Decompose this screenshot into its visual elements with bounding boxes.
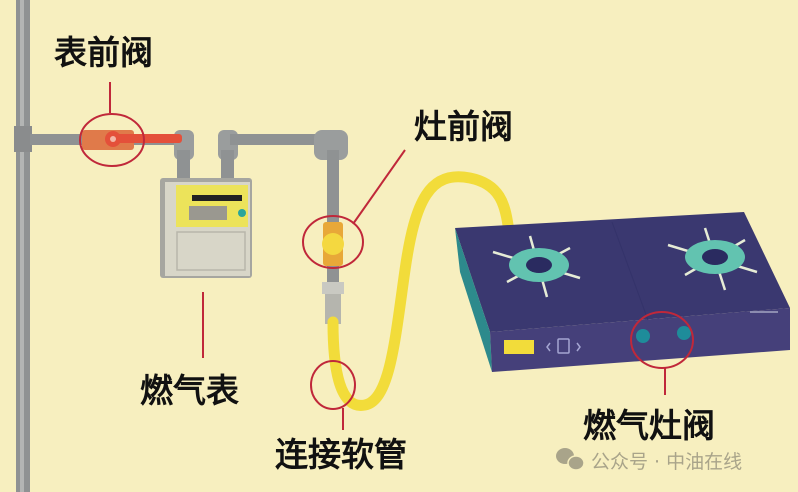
meter-front-valve-highlight (79, 113, 145, 167)
riser-pipe (14, 0, 32, 492)
connecting-hose (327, 171, 514, 411)
stove-controls-icon (546, 338, 581, 354)
label-connecting-hose: 连接软管 (275, 435, 407, 474)
watermark-text: 公众号 · 中油在线 (591, 451, 742, 473)
burner-left (492, 235, 581, 298)
label-stove-front-valve: 灶前阀 (414, 107, 513, 146)
stove-display (504, 340, 534, 354)
gas-meter (160, 178, 252, 278)
meter-front-valve (82, 130, 182, 150)
stove-knob-right (677, 326, 691, 340)
label-stove-valve: 燃气灶阀 (583, 406, 715, 445)
label-gas-meter: 燃气表 (140, 371, 239, 410)
gas-stove (455, 212, 790, 372)
wechat-icon (556, 448, 585, 471)
meter-outlet-pipe (218, 130, 348, 230)
burner-right (667, 227, 758, 291)
stove-front-valve (322, 222, 344, 324)
stove-valve-highlight (630, 311, 694, 369)
stove-front-valve-highlight (302, 215, 364, 269)
stove-knob-left (636, 329, 650, 343)
label-meter-front-valve: 表前阀 (54, 33, 153, 72)
hose-highlight (310, 360, 356, 410)
callouts (79, 82, 694, 430)
